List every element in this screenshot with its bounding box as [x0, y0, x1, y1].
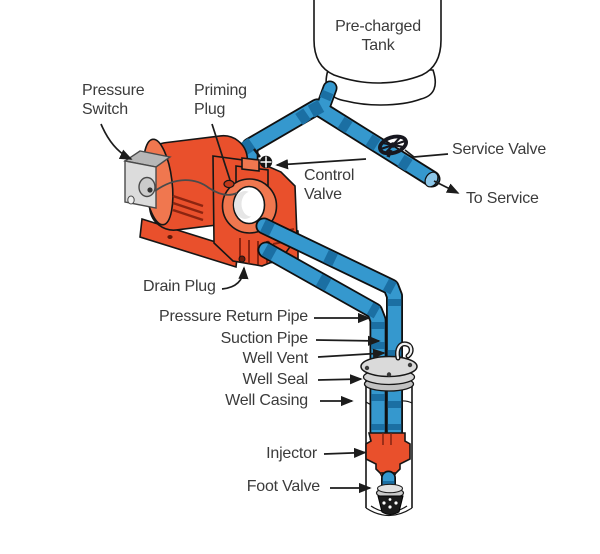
leader-suction-pipe — [315, 335, 381, 346]
tank-body — [313, 0, 442, 84]
leader-pressure-switch — [100, 123, 133, 160]
leader-well-vent — [317, 348, 386, 359]
leader-control-valve — [275, 158, 367, 170]
leader-to-service — [433, 180, 460, 194]
leader-lines — [100, 123, 460, 494]
label-service-valve: Service Valve — [452, 141, 547, 158]
leader-service-valve — [404, 149, 449, 158]
control-valve-part — [253, 148, 273, 169]
leader-injector — [323, 447, 367, 459]
priming-plug-part — [223, 179, 235, 189]
service-valve-wheel — [378, 134, 408, 158]
pre-charged-tank — [313, 0, 442, 106]
label-well-casing: Well Casing — [225, 392, 308, 409]
pump-base — [139, 217, 239, 269]
leader-well-seal — [317, 374, 363, 385]
switch-wire — [154, 179, 238, 196]
label-pressure-return-pipe: Pressure Return Pipe — [159, 308, 308, 325]
label-pressure-switch: Pressure Switch — [82, 82, 145, 118]
label-priming-plug: Priming Plug — [194, 82, 247, 118]
discharge-neck — [241, 157, 260, 172]
label-to-service: To Service — [466, 190, 539, 207]
well-seal-part — [360, 355, 418, 392]
leader-drain-plug — [221, 266, 249, 290]
label-pre-charged-tank: Pre-charged Tank — [335, 18, 421, 54]
label-well-seal: Well Seal — [242, 371, 309, 388]
label-injector: Injector — [266, 445, 317, 462]
label-suction-pipe: Suction Pipe — [220, 330, 309, 347]
label-well-vent: Well Vent — [242, 350, 309, 367]
leader-priming-plug — [211, 123, 231, 181]
drain-plug-part — [238, 255, 246, 263]
base-bolt-hole — [167, 235, 173, 239]
pressure-switch-box — [123, 150, 172, 209]
label-foot-valve: Foot Valve — [246, 478, 321, 495]
label-control-valve: Control Valve — [304, 167, 355, 203]
foot-valve-part — [375, 470, 405, 515]
label-drain-plug: Drain Plug — [143, 278, 216, 295]
well-vent-part — [395, 341, 414, 361]
